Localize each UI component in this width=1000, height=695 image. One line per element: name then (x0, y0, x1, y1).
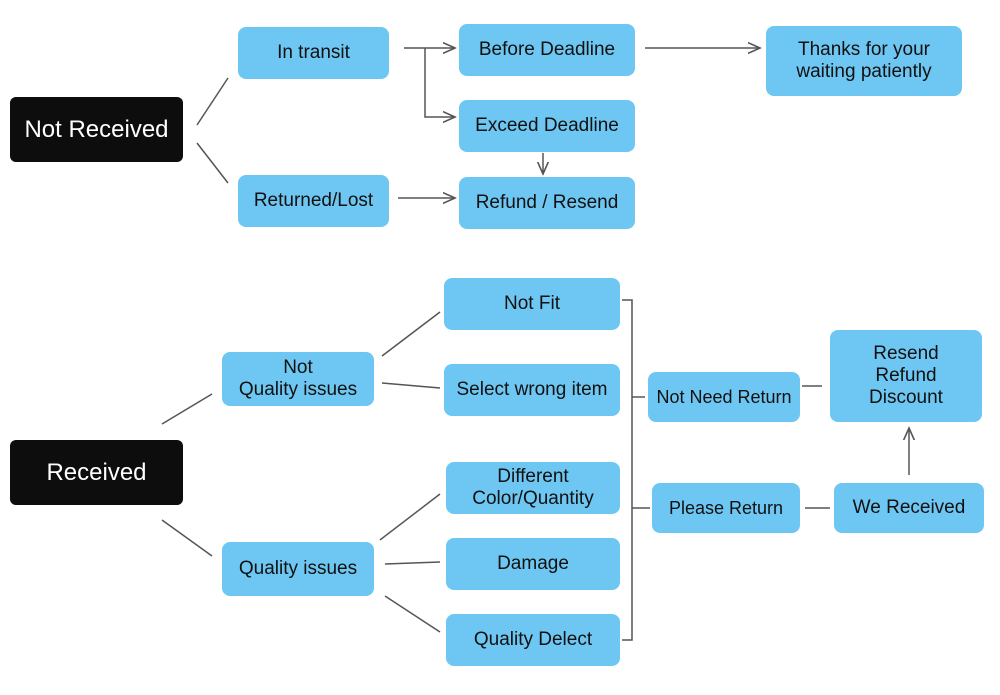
edge-received-quality (161, 519, 213, 557)
edge-bracket (622, 299, 633, 641)
node-we-received: We Received (834, 483, 984, 533)
node-returned-lost: Returned/Lost (238, 175, 389, 227)
edge-notquality-notfit (381, 311, 441, 357)
edge-notquality-selectwrong (381, 382, 441, 389)
edge-intransit-exceed (424, 48, 455, 117)
edge-quality-delect (384, 595, 441, 633)
node-resend-refund-discount: Resend Refund Discount (830, 330, 982, 422)
edge-quality-different (379, 493, 441, 541)
node-in-transit: In transit (238, 27, 389, 79)
node-quality-issues: Quality issues (222, 542, 374, 596)
node-not-quality-issues: Not Quality issues (222, 352, 374, 406)
node-refund-resend: Refund / Resend (459, 177, 635, 229)
node-select-wrong-item: Select wrong item (444, 364, 620, 416)
node-thanks: Thanks for your waiting patiently (766, 26, 962, 96)
node-please-return: Please Return (652, 483, 800, 533)
node-before-deadline: Before Deadline (459, 24, 635, 76)
node-quality-delect: Quality Delect (446, 614, 620, 666)
edge-notreceived-intransit (196, 77, 229, 126)
node-not-need-return: Not Need Return (648, 372, 800, 422)
edge-quality-damage (384, 561, 441, 565)
node-not-fit: Not Fit (444, 278, 620, 330)
node-exceed-deadline: Exceed Deadline (459, 100, 635, 152)
node-received: Received (10, 440, 183, 505)
node-different-color-quantity: Different Color/Quantity (446, 462, 620, 514)
edge-received-notquality (161, 393, 213, 425)
node-damage: Damage (446, 538, 620, 590)
edge-notreceived-returned (196, 142, 229, 184)
node-not-received: Not Received (10, 97, 183, 162)
